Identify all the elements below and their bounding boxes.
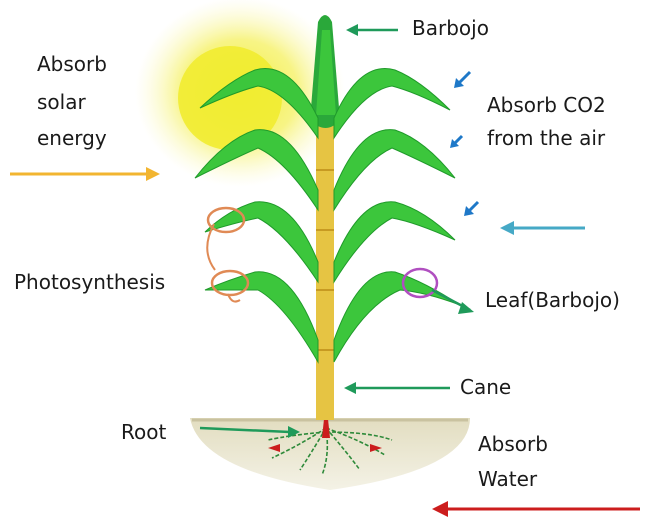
co2-arrows — [450, 72, 478, 216]
label-solar-line3: energy — [37, 124, 107, 153]
label-co2-line2: from the air — [487, 124, 605, 153]
cane-stem — [316, 120, 334, 420]
co2-arrowhead — [500, 221, 514, 235]
label-photosynthesis: Photosynthesis — [14, 268, 165, 297]
label-solar-line1: Absorb — [37, 50, 107, 79]
label-root: Root — [121, 418, 166, 447]
label-water-line2: Water — [478, 465, 537, 494]
label-barbojo: Barbojo — [412, 14, 489, 43]
solar-arrowhead — [146, 167, 160, 181]
label-water-line1: Absorb — [478, 430, 548, 459]
label-co2-line1: Absorb CO2 — [487, 91, 606, 120]
leaves-right — [334, 69, 460, 362]
label-leaf: Leaf(Barbojo) — [485, 286, 620, 315]
water-arrowhead — [432, 501, 448, 517]
label-solar-line2: solar — [37, 88, 86, 117]
label-cane: Cane — [460, 373, 511, 402]
